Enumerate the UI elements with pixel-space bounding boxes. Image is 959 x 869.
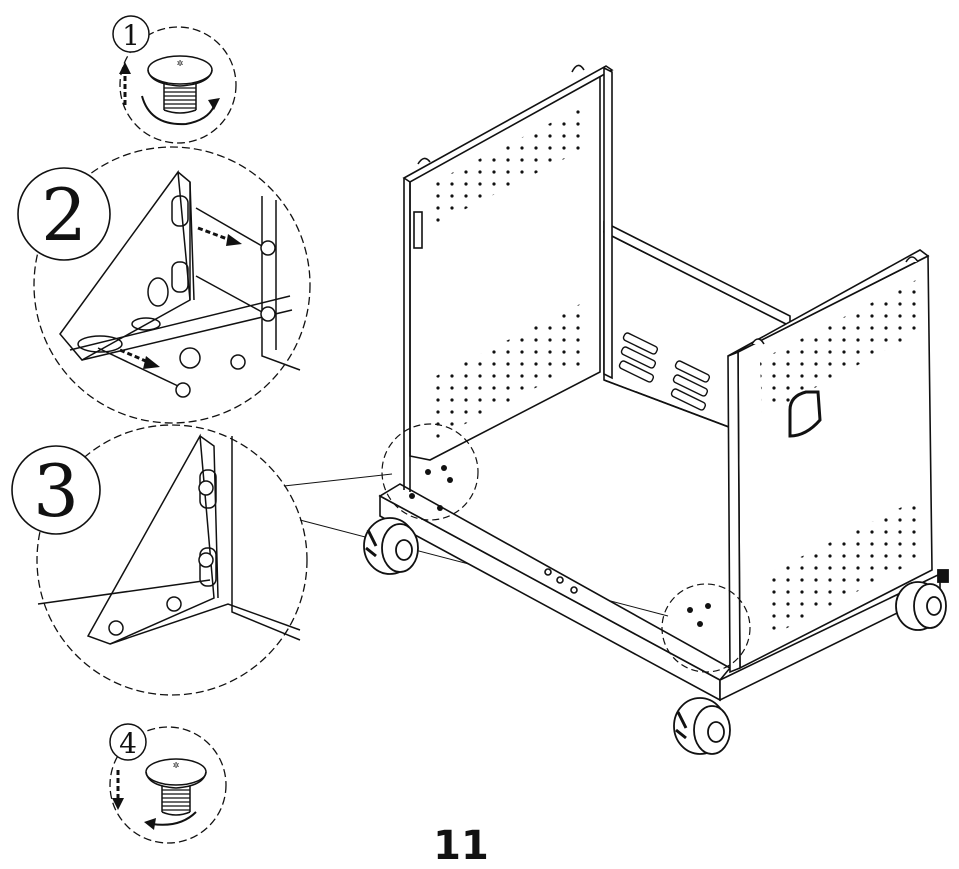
screw-hardware (97, 207, 276, 398)
step-1-callout: 1 ✲ (112, 15, 237, 144)
wheel-front-left (363, 517, 419, 575)
detail-circle-right (661, 583, 751, 673)
base-frame (378, 483, 941, 702)
wheel-back-right (895, 569, 949, 631)
step-2-callout: 2 (17, 146, 311, 424)
step-4-number: 4 (119, 727, 137, 760)
step-4-callout: 4 ✲ (109, 723, 227, 844)
step-3-callout: 3 (11, 424, 308, 696)
rotate-arrow-icon (144, 811, 197, 830)
arrow-down-icon (112, 770, 124, 810)
svg-text:✲: ✲ (177, 59, 184, 68)
page-number: 11 (433, 823, 489, 869)
corner-screws (409, 465, 711, 627)
screw-icon: ✲ (147, 55, 213, 114)
arrow-up-icon (119, 62, 131, 105)
dashed-arrow-icon (119, 226, 242, 369)
panel-corner (37, 433, 301, 645)
right-side-panel (727, 249, 933, 674)
screw-icon: ✲ (145, 758, 207, 816)
detail-circle-left (381, 423, 479, 521)
vent-slots (618, 332, 711, 411)
step-2-number: 2 (41, 173, 87, 257)
step-1-number: 1 (122, 19, 140, 52)
left-side-panel (402, 64, 614, 492)
wheel-front-right (673, 697, 731, 755)
cart-assembly (363, 64, 949, 755)
rotate-arrow-icon (141, 95, 220, 126)
step-3-number: 3 (33, 449, 79, 533)
screw-hardware (108, 480, 214, 636)
svg-text:✲: ✲ (173, 761, 180, 770)
